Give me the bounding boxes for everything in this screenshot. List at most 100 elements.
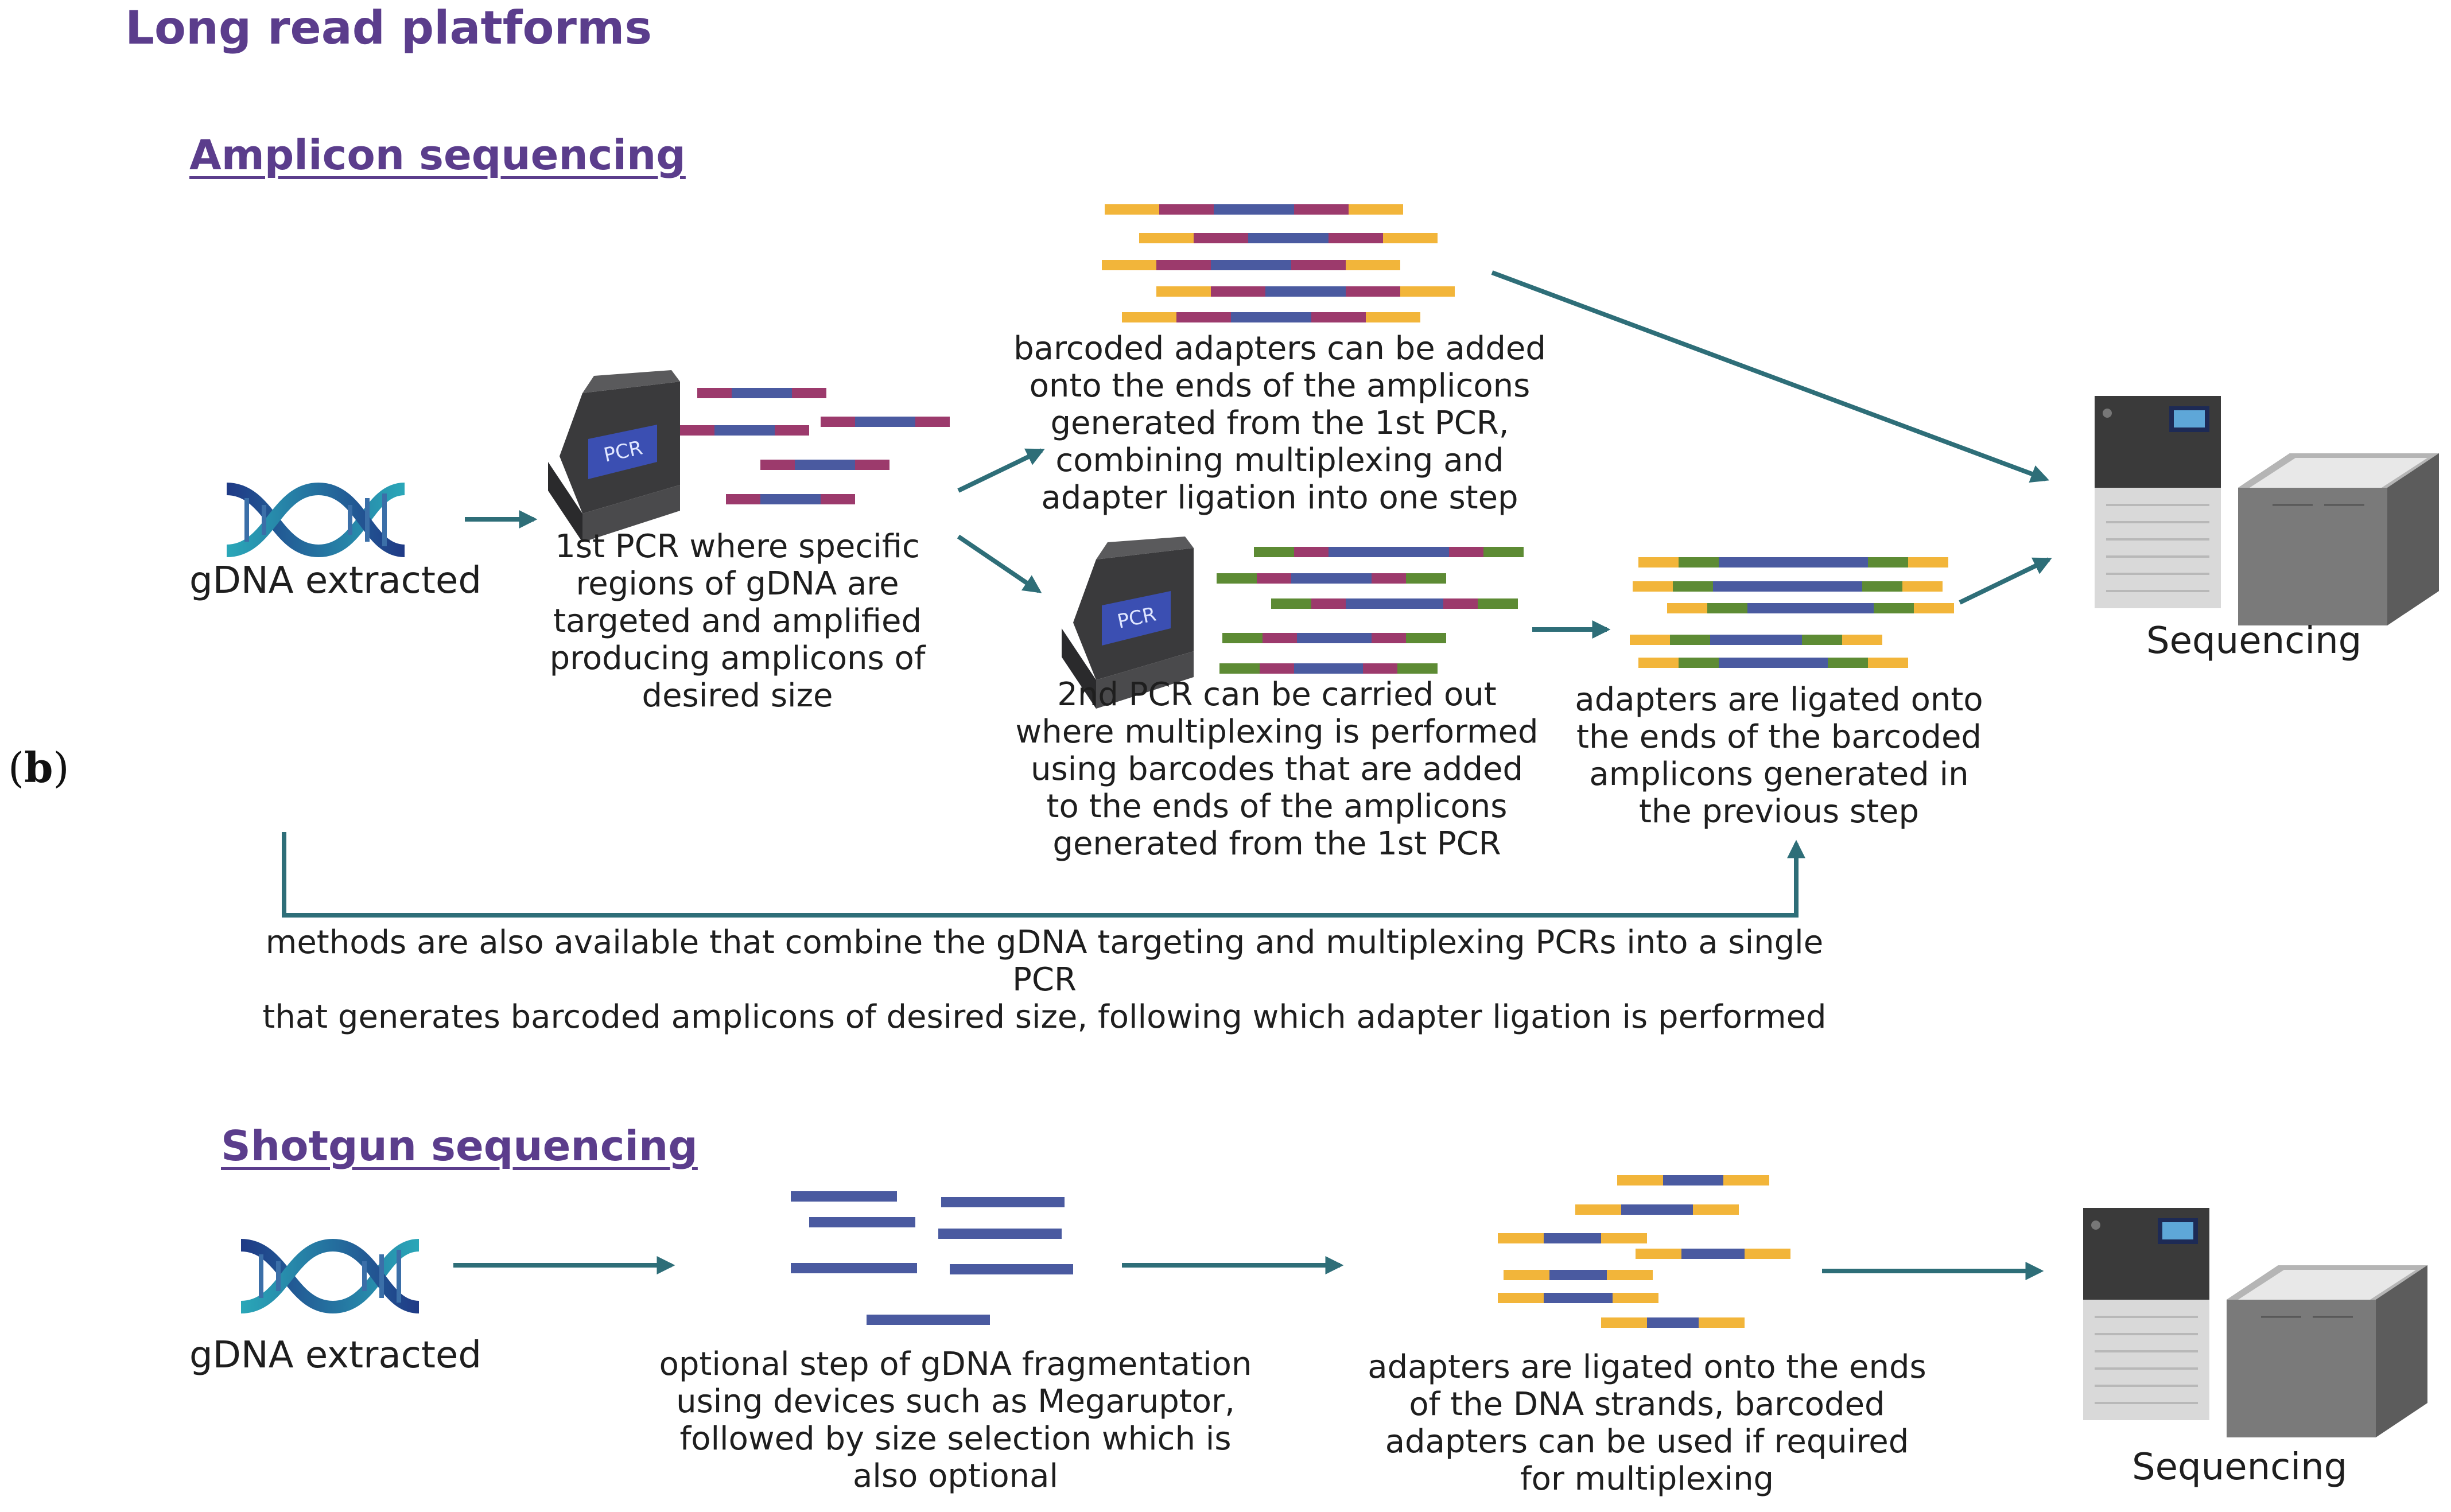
adapter-segment <box>1122 312 1176 322</box>
dna-fragment <box>938 1229 1062 1239</box>
dna-segment <box>1747 603 1874 613</box>
amplicon-end <box>792 388 826 398</box>
adapter-segment <box>1102 260 1156 270</box>
barcode-segment <box>1679 557 1719 568</box>
adapter-segment <box>1630 635 1670 645</box>
adapter-segment <box>1868 658 1908 668</box>
panel-letter: b <box>24 743 53 792</box>
adapter-segment <box>1613 1293 1658 1303</box>
barcode-segment <box>1311 312 1366 322</box>
primer-segment <box>1263 633 1297 643</box>
pcr2-caption: 2nd PCR can be carried out where multipl… <box>1015 676 1539 862</box>
adapter-segment <box>1346 260 1400 270</box>
arrow-pcr1-to-pcr2 <box>957 534 1042 593</box>
barcode-segment <box>1294 204 1349 215</box>
adapter-segment <box>1504 1270 1549 1280</box>
dna-segment <box>1544 1293 1613 1303</box>
dna-segment <box>1647 1317 1699 1328</box>
adapter-segment <box>1617 1175 1663 1185</box>
adapter-segment <box>1693 1204 1739 1215</box>
adapter-segment <box>1575 1204 1621 1215</box>
dna-segment <box>1231 312 1311 322</box>
adapter-segment <box>1105 204 1159 215</box>
dna-segment <box>1297 633 1372 643</box>
adapter-segment <box>1498 1233 1544 1243</box>
sequencer-icon <box>2083 1208 2427 1437</box>
amplicon-end <box>915 417 950 427</box>
adapter-segment <box>1723 1175 1769 1185</box>
barcode-segment <box>1156 260 1211 270</box>
dna-segment <box>1291 573 1372 584</box>
barcode-segment <box>1874 603 1914 613</box>
primer-segment <box>1363 663 1397 674</box>
adapter-segment <box>1633 581 1673 592</box>
adapter-segment <box>1601 1233 1647 1243</box>
ligation-caption: adapters are ligated onto the ends of th… <box>1575 681 1983 830</box>
adapter-segment <box>1636 1249 1681 1259</box>
barcode-segment <box>1291 260 1346 270</box>
pcr-machine-icon: PCR <box>1062 537 1194 709</box>
dna-segment <box>1621 1204 1693 1215</box>
pcr-machine-icon: PCR <box>548 370 680 542</box>
barcode-segment <box>1828 658 1868 668</box>
primer-segment <box>1443 598 1478 609</box>
shotgun-section-title: Shotgun sequencing <box>221 1122 698 1170</box>
primer-segment <box>1294 547 1329 557</box>
shotgun-sequencing-label: Sequencing <box>2132 1446 2348 1488</box>
adapter-segment <box>1699 1317 1745 1328</box>
pcr1-caption: 1st PCR where specific regions of gDNA a… <box>549 528 926 714</box>
dna-fragment <box>941 1197 1065 1207</box>
dna-segment <box>1248 233 1329 243</box>
adapter-segment <box>1908 557 1948 568</box>
dna-fragment <box>809 1217 915 1227</box>
amplicon-end <box>760 460 795 470</box>
dna-segment <box>1265 286 1346 297</box>
dna-segment <box>1294 663 1363 674</box>
arrow-ligation-to-sequencer <box>1959 557 2052 605</box>
amplicon-end <box>855 460 889 470</box>
adapter-segment <box>1349 204 1403 215</box>
barcode-segment <box>1673 581 1713 592</box>
dna-segment <box>1214 204 1294 215</box>
dna-segment <box>1211 260 1291 270</box>
barcode-segment <box>1483 547 1524 557</box>
amplicon-end <box>680 425 714 436</box>
amplicon-end <box>697 388 732 398</box>
barcoded-adapters-caption: barcoded adapters can be added onto the … <box>1013 330 1546 516</box>
dna-fragment <box>791 1191 897 1202</box>
barcode-segment <box>1159 204 1214 215</box>
shotgun-gdna-label: gDNA extracted <box>189 1334 481 1377</box>
barcode-segment <box>1217 573 1257 584</box>
adapter-segment <box>1667 603 1707 613</box>
barcode-segment <box>1211 286 1265 297</box>
adapter-segment <box>1400 286 1455 297</box>
adapter-segment <box>1156 286 1211 297</box>
adapter-segment <box>1139 233 1194 243</box>
dna-segment <box>1329 547 1449 557</box>
dna-fragment <box>791 1263 917 1273</box>
adapter-segment <box>1638 557 1679 568</box>
page-title: Long read platforms <box>125 1 652 55</box>
barcode-segment <box>1707 603 1747 613</box>
amplicon-gdna-label: gDNA extracted <box>189 559 481 602</box>
amplicon-core <box>732 388 792 398</box>
primer-segment <box>1260 663 1294 674</box>
adapter-segment <box>1638 658 1679 668</box>
dna-segment <box>1719 557 1868 568</box>
arrow-pcr1-to-barcoded-adapters <box>957 448 1045 493</box>
primer-segment <box>1372 573 1406 584</box>
amplicon-core <box>760 494 821 504</box>
adapter-segment <box>1366 312 1420 322</box>
arrow-barcoded-adapters-to-sequencer <box>1491 270 2049 483</box>
barcode-segment <box>1329 233 1383 243</box>
sequencer-icon <box>2095 396 2439 625</box>
dna-helix-icon <box>240 1238 419 1314</box>
fragmentation-caption: optional step of gDNA fragmentation usin… <box>659 1346 1252 1495</box>
dna-segment <box>1549 1270 1607 1280</box>
amplicon-end <box>821 494 855 504</box>
dna-segment <box>1346 598 1443 609</box>
barcode-segment <box>1406 633 1446 643</box>
dna-segment <box>1719 658 1828 668</box>
